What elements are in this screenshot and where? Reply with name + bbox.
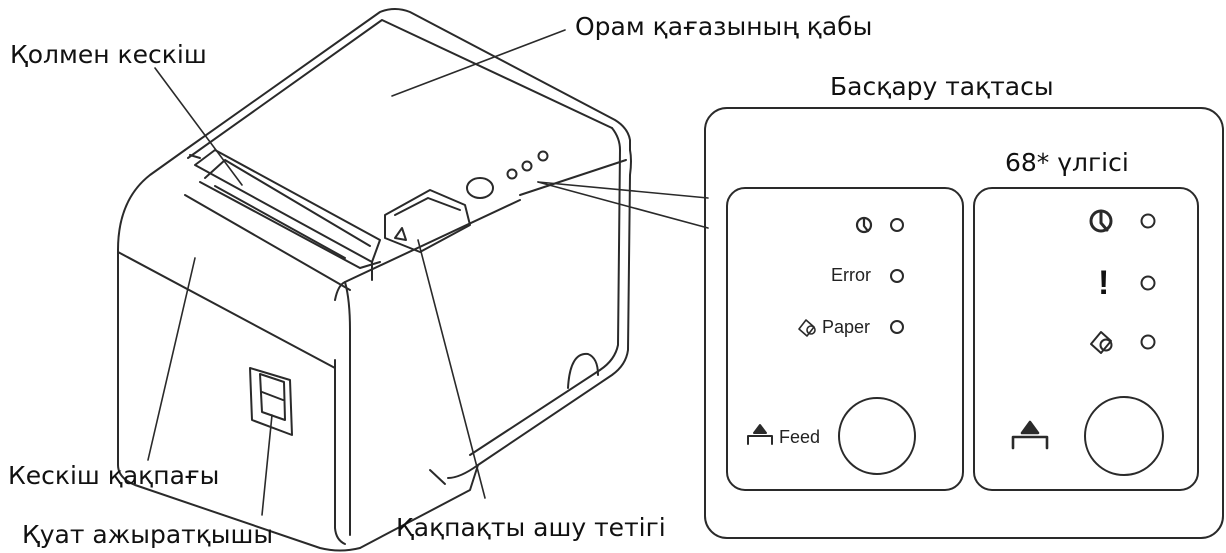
panel-right xyxy=(973,187,1199,491)
cutter-cover-label: Кескіш қақпағы xyxy=(8,461,220,490)
leader-lines xyxy=(147,29,566,516)
led-power-left xyxy=(890,218,904,232)
led-error-right xyxy=(1140,275,1156,291)
paper-label: Paper xyxy=(822,317,871,337)
led-paper-right xyxy=(1140,334,1156,350)
power-switch xyxy=(249,367,293,436)
cover-open-lever-label: Қақпақты ашу тетігі xyxy=(396,513,666,542)
power-icon xyxy=(855,216,873,234)
power-icon xyxy=(1089,209,1113,233)
control-panel-frame xyxy=(704,107,1224,539)
led-paper-left xyxy=(890,320,904,334)
roll-paper-cover-label: Орам қағазының қабы xyxy=(575,12,873,41)
printer-control-leds xyxy=(466,150,549,199)
paper-end-icon xyxy=(798,319,816,337)
panel-callout-lines xyxy=(537,181,709,229)
power-switch-label: Қуат ажыратқышы xyxy=(22,520,274,549)
paper-end-icon xyxy=(1090,331,1113,354)
feed-icon xyxy=(1011,420,1049,450)
led-power-right xyxy=(1140,213,1156,229)
cover-open-lever xyxy=(384,189,471,253)
roll-paper-cover-shape xyxy=(184,8,631,151)
printer-body xyxy=(117,8,632,552)
model-68-label: 68* үлгісі xyxy=(1005,148,1129,177)
feed-button-left xyxy=(838,397,916,475)
control-panel-label: Басқару тақтасы xyxy=(830,72,1054,101)
feed-button-right xyxy=(1084,396,1164,476)
error-label: Error xyxy=(831,265,871,285)
panel-left xyxy=(726,187,964,491)
manual-cutter-label: Қолмен кескіш xyxy=(10,40,207,69)
feed-label: Feed xyxy=(779,427,821,447)
error-icon: ! xyxy=(1098,264,1110,302)
led-error-left xyxy=(890,269,904,283)
manual-cutter-slot xyxy=(189,149,381,281)
feed-icon xyxy=(747,424,773,445)
